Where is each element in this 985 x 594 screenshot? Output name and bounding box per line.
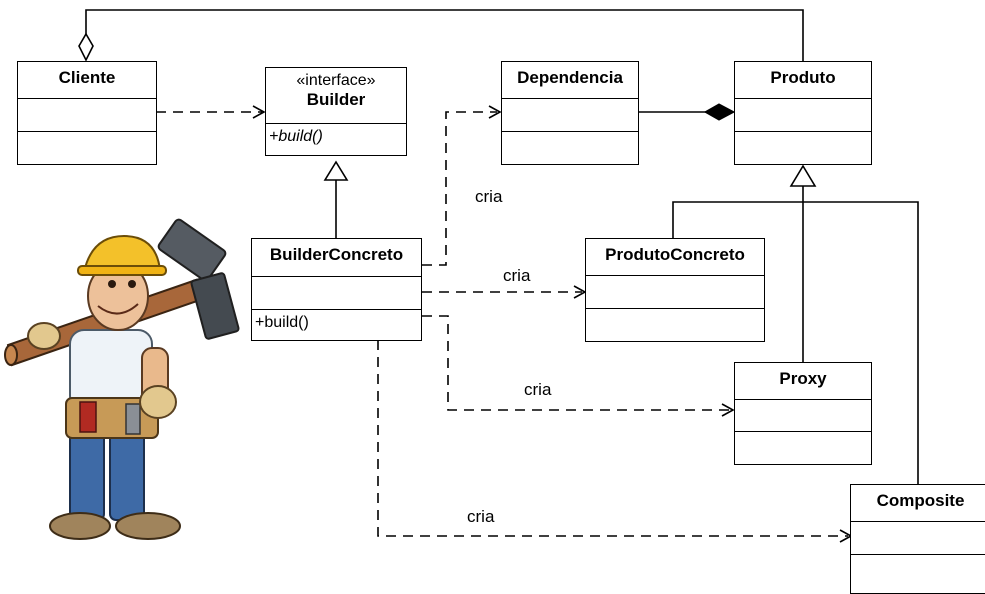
class-name: Dependencia: [517, 68, 623, 87]
class-dependencia[interactable]: Dependencia: [501, 61, 639, 165]
class-proxy[interactable]: Proxy: [734, 362, 872, 465]
operations-section: [735, 432, 871, 464]
operation-build: +build(): [255, 314, 309, 331]
label-cria-proxy: cria: [524, 380, 552, 399]
label-cria-dependencia: cria: [475, 187, 503, 206]
label-cria-produtoconcreto: cria: [503, 266, 531, 285]
attributes-section: [502, 99, 638, 132]
generalization-triangle: [789, 164, 817, 187]
dependency-line-composite: [377, 340, 848, 537]
class-name: BuilderConcreto: [269, 245, 404, 264]
arrowhead-dependencia: [488, 105, 502, 119]
class-name: Produto: [770, 68, 836, 87]
realization-triangle: [323, 160, 349, 181]
operations-section: [18, 132, 156, 164]
arrowhead-proxy: [721, 403, 735, 417]
class-produto-concreto[interactable]: ProdutoConcreto: [585, 238, 765, 342]
attributes-section: [735, 400, 871, 432]
label-cria-composite: cria: [467, 507, 495, 526]
operation-build: +build(): [269, 128, 323, 145]
construction-worker-illustration: [4, 218, 240, 540]
attributes-section: [586, 276, 764, 309]
operations-section: [735, 132, 871, 164]
class-produto[interactable]: Produto: [734, 61, 872, 165]
dependency-line-proxy: [422, 315, 730, 411]
arrowhead-builder: [252, 105, 266, 119]
attributes-section: [18, 99, 156, 132]
operations-section: [502, 132, 638, 164]
attributes-section: [735, 99, 871, 132]
class-composite[interactable]: Composite: [850, 484, 985, 594]
aggregation-diamond: [78, 32, 94, 62]
class-name: Builder: [306, 90, 366, 109]
generalization-branch-produtoconcreto: [672, 201, 919, 484]
class-name: Cliente: [58, 68, 116, 87]
class-cliente[interactable]: Cliente: [17, 61, 157, 165]
class-name: ProdutoConcreto: [605, 245, 745, 264]
class-builder-interface[interactable]: «interface» Builder +build(): [265, 67, 407, 156]
class-builder-concreto[interactable]: BuilderConcreto +build(): [251, 238, 422, 341]
class-name: Proxy: [779, 369, 827, 388]
attributes-section: [851, 522, 985, 555]
aggregation-line: [85, 9, 804, 62]
class-name: Composite: [876, 491, 965, 510]
stereotype-label: «interface»: [296, 72, 376, 89]
operations-section: [586, 309, 764, 341]
operations-section: [851, 555, 985, 593]
attributes-section: [252, 277, 421, 310]
composition-diamond: [703, 103, 736, 121]
